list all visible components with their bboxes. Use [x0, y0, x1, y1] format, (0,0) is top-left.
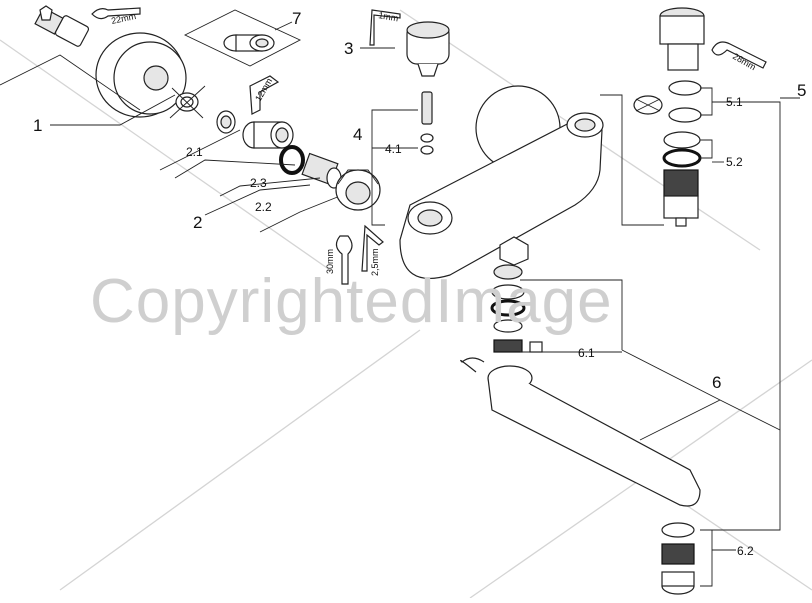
- part-7-sleeve-group: 7: [183, 9, 301, 67]
- spout-rings: [490, 264, 543, 353]
- escutcheon-disc: [95, 32, 187, 118]
- callout-6-1: 6.1: [578, 346, 595, 360]
- cartridge-top: [659, 7, 705, 71]
- wrench-28mm-icon: 28mm: [711, 41, 767, 72]
- callout-6: 6: [712, 373, 721, 392]
- o-ring: [279, 145, 305, 175]
- part-2-adapter-group: [216, 110, 342, 189]
- wrench-30mm-icon: 30mm: [325, 235, 353, 285]
- watermark: CopyrightedImage: [90, 267, 613, 336]
- pin: [420, 91, 434, 155]
- aerator-parts: [661, 522, 695, 595]
- wrench-30-label: 30mm: [325, 249, 335, 274]
- part-4-pin-group: 4 4.1: [353, 91, 434, 226]
- wrench-22mm-icon: 22mm: [91, 7, 141, 26]
- callout-2-3: 2.3: [250, 176, 267, 190]
- callout-2: 2: [193, 213, 202, 232]
- seal-rings: [633, 80, 702, 168]
- callout-3: 3: [344, 39, 353, 58]
- hex-key-2-5mm-icon: 2,5mm: [361, 224, 384, 276]
- callout-2-leaders: 2.1 2.3 2.2 2: [159, 129, 341, 233]
- callout-5-1: 5.1: [726, 95, 743, 109]
- callout-5: 5: [797, 81, 806, 100]
- hex-key-1mm-icon: 1mm: [369, 9, 401, 46]
- callout-2-1: 2.1: [186, 145, 203, 159]
- s-connector: [34, 5, 90, 47]
- handle-cap: [406, 21, 450, 77]
- callout-2-2: 2.2: [255, 200, 272, 214]
- part-5-cartridge-group: 28mm 5 5.1 5.2: [600, 7, 806, 531]
- callout-6-2: 6.2: [737, 544, 754, 558]
- callout-7: 7: [292, 9, 301, 28]
- callout-5-2: 5.2: [726, 155, 743, 169]
- part-3-cap-group: 1mm 3: [344, 9, 450, 77]
- mixer-body: [399, 85, 604, 279]
- union-nut: [335, 169, 381, 211]
- hex-25-label: 2,5mm: [370, 248, 380, 276]
- callout-4: 4: [353, 125, 362, 144]
- gasket-ring: [169, 85, 206, 119]
- adapter-nipple: [242, 121, 294, 149]
- callout-1-leader: 1: [0, 54, 176, 135]
- sleeve-part: [223, 34, 275, 52]
- strainer: [216, 110, 236, 134]
- part-1-connector-group: 22mm: [34, 5, 206, 119]
- callout-4-1: 4.1: [385, 142, 402, 156]
- hex-key-12mm-icon: 12mm: [249, 75, 280, 115]
- spout-arm: [487, 365, 701, 507]
- part-6-spout-group: 6.1 6 6.2: [460, 264, 781, 595]
- snap-ring: [460, 357, 485, 373]
- threaded-sleeve: [301, 152, 342, 189]
- hex-1-label: 1mm: [378, 10, 399, 23]
- callout-1: 1: [33, 116, 42, 135]
- cartridge-body: [663, 169, 699, 227]
